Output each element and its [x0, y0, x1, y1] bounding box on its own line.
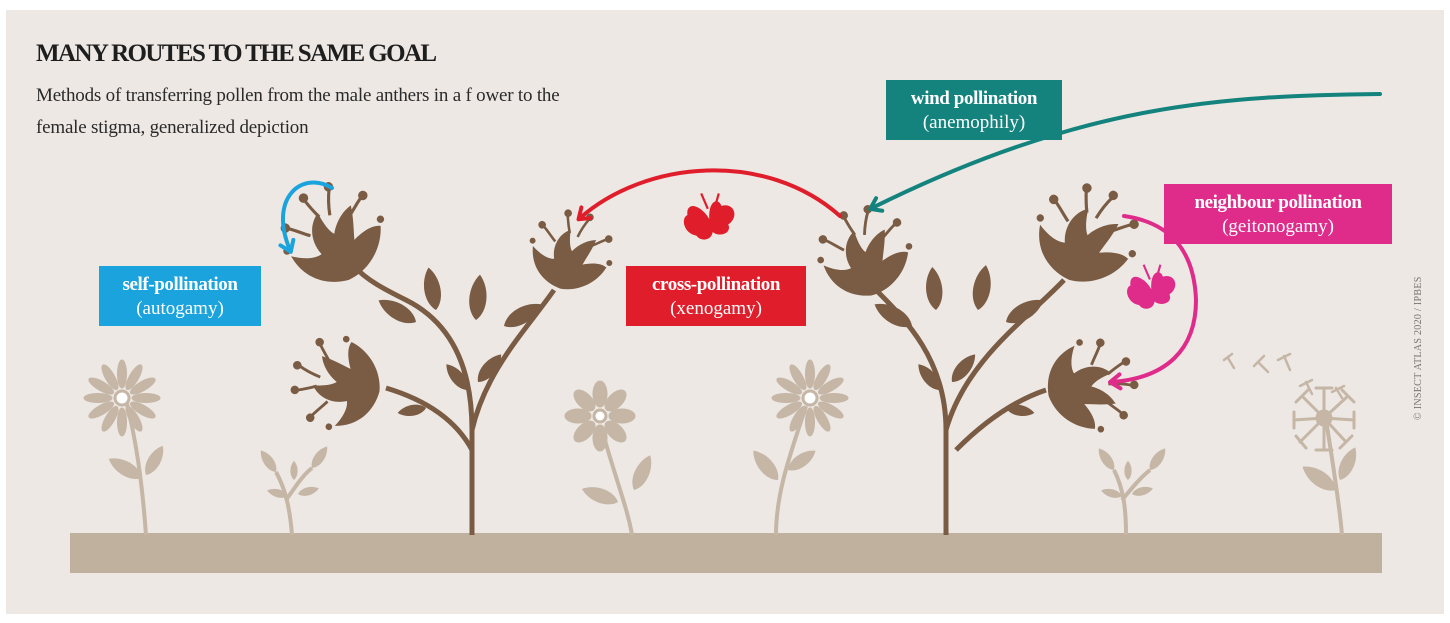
wind-pollination-label: wind pollination (anemophily): [886, 80, 1062, 140]
butterfly-icon: [1126, 263, 1176, 310]
cross-pollination-arrow: [576, 168, 842, 222]
background-plants: [82, 352, 1362, 536]
neighbour-pollination-term: (geitonogamy): [1222, 216, 1334, 237]
neighbour-pollination-label: neighbour pollination (geitonogamy): [1164, 184, 1392, 244]
self-pollination-term: (autogamy): [136, 298, 224, 319]
ground: [70, 533, 1382, 573]
self-pollination-label: self-pollination (autogamy): [99, 266, 261, 326]
flowering-plant-right: [807, 167, 1156, 535]
page-title: MANY ROUTES TO THE SAME GOAL: [36, 40, 437, 67]
self-pollination-arrow: [278, 180, 334, 254]
credit-line: © INSECT ATLAS 2020 / IPBES: [1413, 276, 1424, 420]
flowering-plant-left: [264, 166, 625, 535]
wind-pollination-term: (anemophily): [922, 112, 1026, 133]
cross-pollination-name: cross-pollination: [652, 274, 780, 295]
neighbour-pollination-arrow: [1108, 214, 1199, 391]
illustration: [70, 92, 1382, 573]
wind-pollination-arrow: [868, 92, 1382, 213]
wind-pollination-name: wind pollination: [910, 88, 1038, 109]
cross-pollination-label: cross-pollination (xenogamy): [626, 266, 806, 326]
page-subtitle: Methods of transferring pollen from the …: [36, 85, 560, 138]
cross-pollination-term: (xenogamy): [670, 298, 762, 319]
self-pollination-name: self-pollination: [122, 274, 238, 295]
neighbour-pollination-name: neighbour pollination: [1194, 192, 1362, 213]
butterfly-icon: [683, 192, 735, 241]
diagram-canvas: MANY ROUTES TO THE SAME GOAL Methods of …: [6, 10, 1444, 614]
